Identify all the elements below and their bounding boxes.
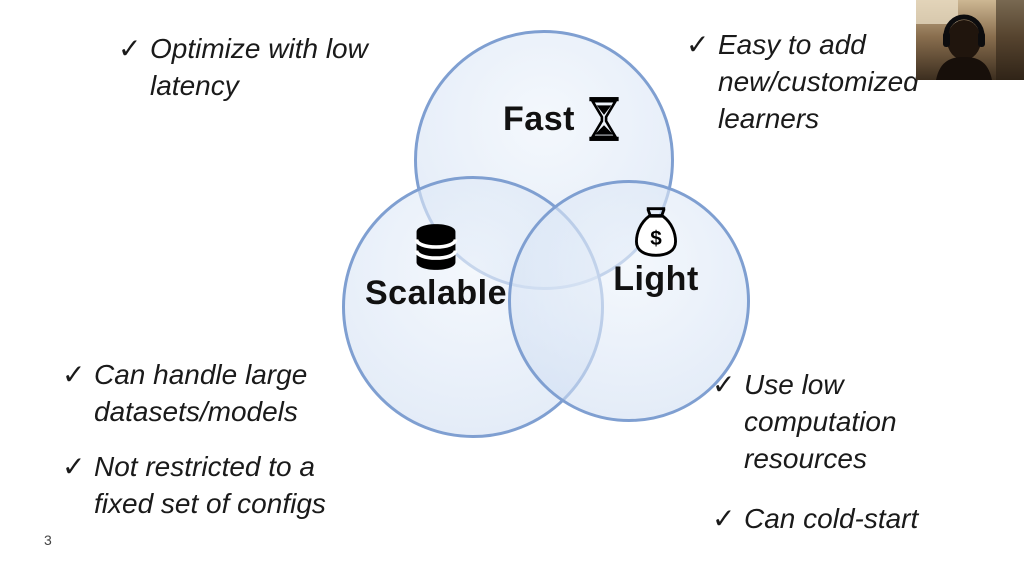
checkmark-icon: ✓	[118, 33, 142, 64]
page-number: 3	[44, 532, 52, 548]
checkmark-icon: ✓	[62, 451, 86, 482]
bullet-text: Use low computation resources	[744, 369, 897, 475]
bullet-text: Not restricted to a fixed set of configs	[94, 451, 326, 520]
bullet-text: Optimize with low latency	[150, 33, 368, 102]
checkmark-icon: ✓	[712, 503, 736, 534]
headphones-icon	[943, 14, 985, 37]
checkmark-icon: ✓	[686, 29, 710, 60]
venn-label-scalable: Scalable	[352, 222, 520, 313]
checkmark-icon: ✓	[712, 369, 736, 400]
dollar-symbol: $	[650, 227, 662, 250]
bullet-text: Can cold-start	[744, 503, 919, 534]
venn-label-light: $ Light	[572, 202, 740, 299]
bullet-optimize-latency: ✓ Optimize with low latency	[118, 30, 430, 104]
database-icon	[411, 222, 461, 272]
presenter-silhouette	[947, 20, 981, 60]
bullet-cold-start: ✓ Can cold-start	[712, 500, 918, 537]
fast-label: Fast	[503, 99, 575, 138]
scalable-label: Scalable	[365, 274, 507, 312]
venn-circle-light	[508, 180, 750, 422]
light-label: Light	[613, 260, 699, 298]
bullet-text: Can handle large datasets/models	[94, 359, 308, 428]
hourglass-icon	[585, 96, 623, 142]
webcam-thumbnail[interactable]	[916, 0, 1024, 80]
bullet-low-computation: ✓ Use low computation resources	[712, 366, 938, 478]
venn-label-fast: Fast	[478, 96, 648, 142]
checkmark-icon: ✓	[62, 359, 86, 390]
bullet-not-restricted: ✓ Not restricted to a fixed set of confi…	[62, 448, 378, 522]
bullet-easy-to-add: ✓ Easy to add new/customized learners	[686, 26, 936, 138]
bullet-text: Easy to add new/customized learners	[718, 29, 919, 135]
money-bag-icon: $	[633, 202, 679, 258]
presenter-video	[916, 0, 1024, 80]
bullet-large-datasets: ✓ Can handle large datasets/models	[62, 356, 358, 430]
